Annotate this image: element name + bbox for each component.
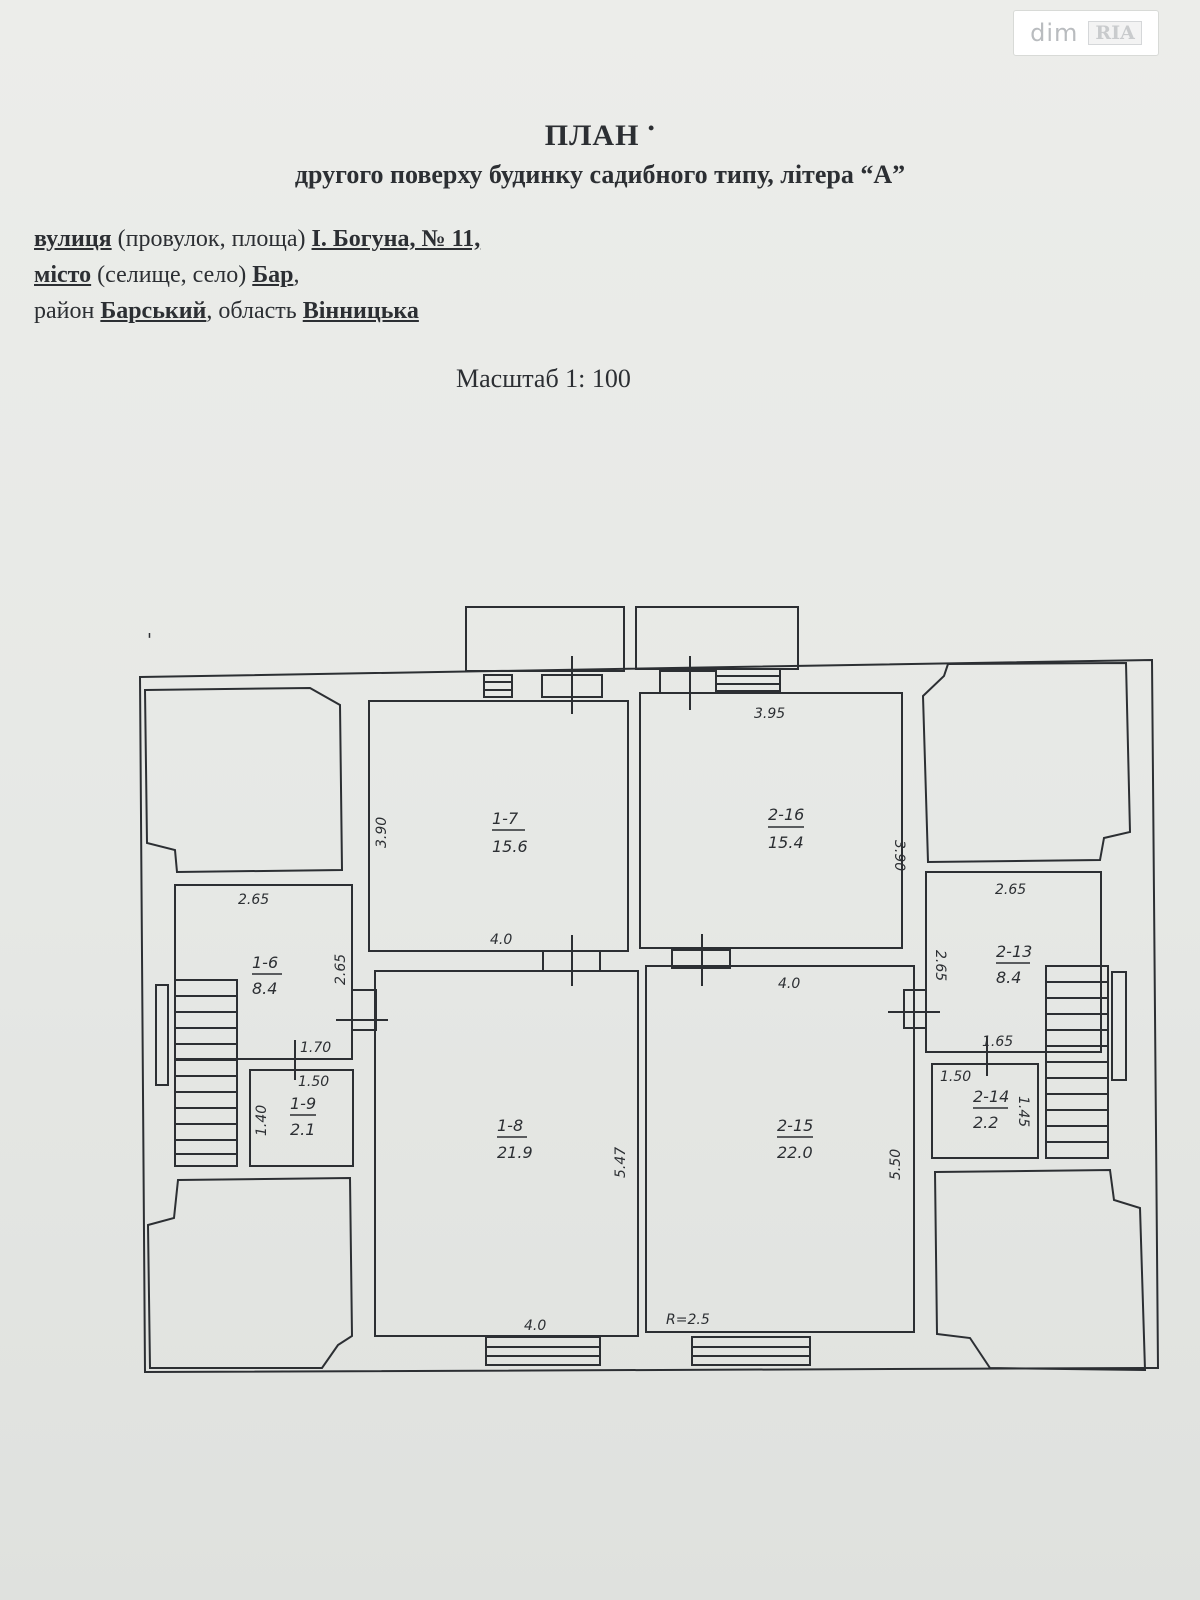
dim-ria-watermark: dim RIA	[1013, 10, 1159, 56]
street-value: І. Богуна, № 11,	[311, 226, 481, 252]
street-label: вулиця	[34, 226, 112, 252]
room-2-13-area: 8.4	[996, 968, 1021, 987]
dim-1-9-height: 1.40	[254, 1105, 270, 1136]
district-value: Барський	[100, 298, 207, 324]
room-1-9-outline	[249, 1069, 354, 1167]
scale-label: Масштаб 1: 100	[456, 364, 631, 393]
dim-2-16-height: 3.90	[891, 840, 907, 871]
room-2-16-area: 15.4	[768, 833, 804, 852]
room-2-14-id: 2-14	[973, 1087, 1009, 1106]
watermark-dim-text: dim	[1030, 19, 1079, 47]
dim-2-13-width: 2.65	[995, 882, 1026, 898]
address-district-line: район Барський, область Вінницька	[34, 298, 419, 325]
room-1-8-outline	[374, 970, 639, 1337]
corner-room-top-left	[143, 686, 344, 874]
address-city-line: місто (селище, село) Бар,	[34, 262, 299, 289]
dim-1-7-height: 3.90	[374, 817, 390, 848]
room-1-8-area: 21.9	[497, 1143, 533, 1162]
room-2-15-id: 2-15	[777, 1116, 813, 1135]
balcony-left	[465, 606, 625, 672]
room-1-7-outline	[368, 700, 629, 952]
stairs-left	[174, 979, 238, 1167]
outer-wall	[138, 658, 1160, 1374]
district-prefix: район	[34, 298, 101, 324]
room-1-8-id: 1-8	[497, 1116, 523, 1135]
room-2-13-outline	[925, 871, 1102, 1053]
dim-2-16-width: 3.95	[754, 706, 785, 722]
dim-2-15-width: 4.0	[778, 976, 800, 992]
watermark-ria-logo: RIA	[1088, 21, 1142, 45]
plan-title: ПЛАН •	[544, 118, 656, 152]
room-1-6-outline	[174, 884, 353, 1060]
street-note: (провулок, площа)	[111, 226, 312, 252]
dim-2-14-width: 1.50	[940, 1069, 971, 1085]
stairs-right	[1045, 965, 1109, 1159]
room-1-7-area: 15.6	[492, 837, 528, 856]
city-tail: ,	[293, 262, 300, 288]
room-2-15-area: 22.0	[777, 1143, 813, 1162]
room-1-6-id: 1-6	[252, 953, 278, 972]
address-street-line: вулиця (провулок, площа) І. Богуна, № 11…	[34, 226, 480, 253]
room-2-14-area: 2.2	[973, 1113, 998, 1132]
dim-2-13-lower: 1.65	[982, 1034, 1013, 1050]
city-label: місто	[34, 262, 92, 288]
city-note: (селище, село)	[91, 262, 253, 288]
corner-room-top-right	[921, 661, 1132, 864]
dim-1-7-width: 4.0	[490, 932, 512, 948]
dim-1-6-width: 2.65	[238, 892, 269, 908]
dim-1-9-width: 1.50	[298, 1074, 329, 1090]
room-1-6-area: 8.4	[252, 979, 277, 998]
plan-subtitle: другого поверху будинку садибного типу, …	[294, 160, 906, 189]
dim-2-14-height: 1.45	[1015, 1096, 1031, 1127]
room-2-14-outline	[931, 1063, 1039, 1159]
corner-room-bottom-left	[146, 1176, 354, 1369]
room-1-9-area: 2.1	[290, 1120, 315, 1139]
dim-1-6-lower: 1.70	[300, 1040, 331, 1056]
dim-1-8-height: 5.47	[613, 1147, 629, 1178]
stray-mark: '	[147, 630, 152, 651]
region-prefix: , область	[206, 298, 303, 324]
corner-room-bottom-right	[933, 1168, 1147, 1372]
dim-1-8-width: 4.0	[524, 1318, 546, 1334]
dim-2-15-height: 5.50	[888, 1149, 904, 1180]
room-1-7-id: 1-7	[492, 809, 519, 828]
city-value: Бар	[252, 262, 294, 288]
room-2-13-id: 2-13	[996, 942, 1032, 961]
dim-1-6-height: 2.65	[333, 954, 349, 985]
dim-2-13-height: 2.65	[932, 950, 948, 981]
dim-radius: R=2.5	[666, 1312, 710, 1328]
room-2-16-outline	[639, 692, 903, 949]
room-2-15-outline	[645, 965, 915, 1333]
region-value: Вінницька	[302, 298, 419, 324]
balcony-right	[635, 606, 799, 670]
room-1-9-id: 1-9	[290, 1094, 316, 1113]
room-2-16-id: 2-16	[768, 805, 804, 824]
